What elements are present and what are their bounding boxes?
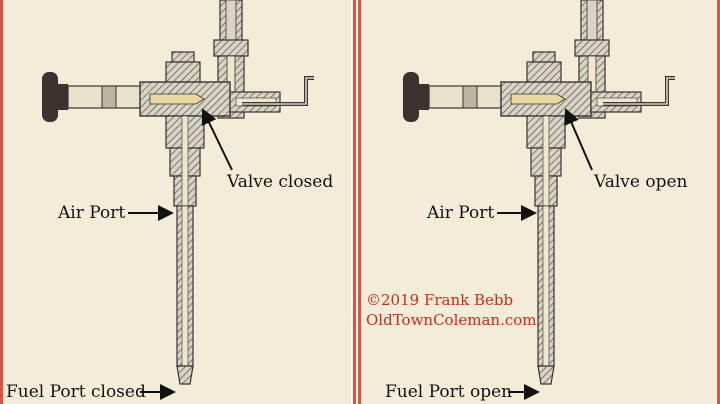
air-port-label-right: Air Port — [427, 203, 495, 223]
valve-closed-arrow — [201, 108, 233, 171]
fuel-port-open-label: Fuel Port open — [385, 382, 513, 402]
border-left — [0, 0, 3, 404]
valve-open-arrow — [564, 108, 593, 171]
air-port-label-left: Air Port — [58, 203, 126, 223]
valve-assembly-closed — [40, 0, 316, 386]
copyright-credit: ©2019 Frank Bebb — [366, 291, 514, 309]
border-center-right — [358, 0, 361, 404]
website-credit: OldTownColeman.com — [366, 311, 537, 329]
border-right — [717, 0, 720, 404]
fuel-port-closed-label: Fuel Port closed — [6, 382, 146, 402]
border-center-left — [353, 0, 356, 404]
valve-open-label: Valve open — [594, 172, 688, 192]
valve-closed-label: Valve closed — [227, 172, 334, 192]
